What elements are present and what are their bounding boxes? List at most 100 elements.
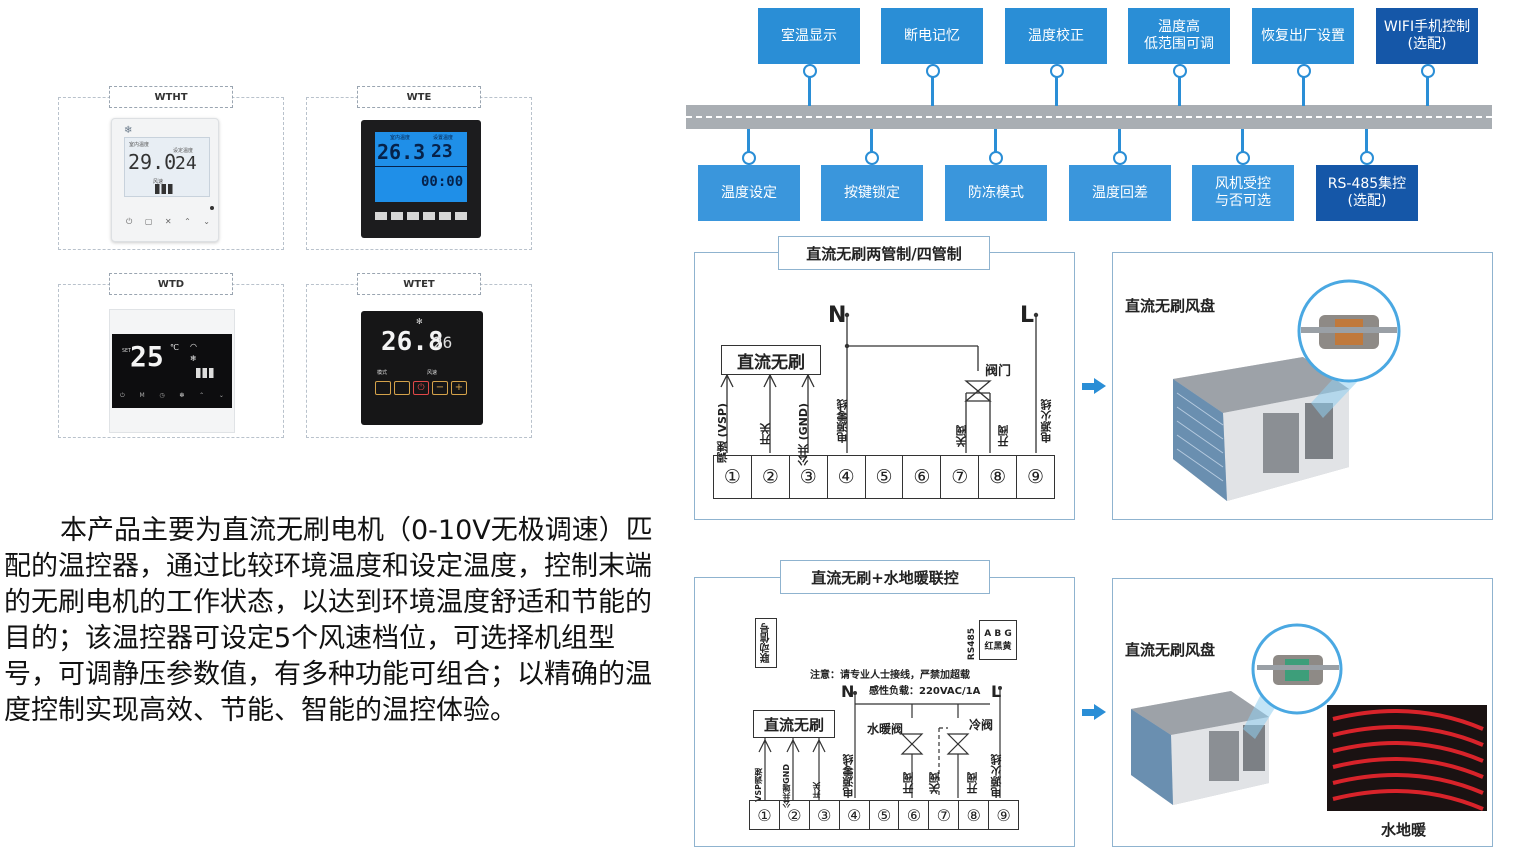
control-buttons	[375, 212, 467, 220]
connector-line	[1302, 76, 1305, 106]
terminal-7: ⑦	[941, 456, 980, 498]
mode-icon: ▢	[144, 217, 153, 226]
feature-road	[686, 105, 1492, 129]
terminal-2: ②	[752, 456, 790, 498]
power-icon: ⏻	[126, 217, 133, 226]
wire-label-close-valve: 关阀	[928, 772, 941, 794]
fan-speed-bars	[196, 368, 218, 378]
wire-label-live: 电源火线	[1040, 399, 1053, 443]
control-buttons: ⏻▢✕⌃⌄	[126, 217, 210, 227]
product-card-wtd: WTD SET 25 ℃ ◠ ❄ ⏻M◷✽⌃⌄	[58, 273, 284, 438]
feature-bottom-2: 按键锁定	[821, 165, 923, 221]
minus-icon: −	[432, 381, 448, 395]
control-buttons: ⏻ − +	[375, 381, 467, 395]
fan-icon: ✽	[179, 392, 185, 399]
fan-coil-floor-heating-image	[1131, 623, 1487, 811]
arrow-right-icon	[1094, 704, 1106, 720]
wiring-panel-2: 联动信号 RS485 A B G 红黑黄 注意：请专业人士接线，严禁加超载 感性…	[694, 577, 1075, 847]
connector-pin-icon	[1297, 64, 1311, 78]
connector-line	[870, 129, 873, 155]
product-card-wte: WTE 室内温度 设置温度 26.3 23 00:00	[306, 86, 532, 250]
terminal-8: ⑧	[979, 456, 1018, 498]
power-icon: ⏻	[120, 392, 125, 399]
rs485-box: A B G 红黑黄	[979, 620, 1017, 660]
photo-panel-2: 直流无刷风盘 水地暖	[1112, 578, 1493, 847]
connector-pin-icon	[989, 151, 1003, 165]
terminal-5: ⑤	[866, 456, 904, 498]
live-label: L	[1020, 303, 1035, 328]
wiring-lines-1	[720, 312, 1039, 453]
thermostat-wtd: SET 25 ℃ ◠ ❄ ⏻M◷✽⌃⌄	[109, 309, 235, 433]
terminal-4: ④	[828, 456, 866, 498]
feature-top-6: WIFI手机控制 (选配)	[1376, 8, 1478, 64]
connector-pin-icon	[1360, 151, 1374, 165]
note-line-1: 注意：请专业人士接线，严禁加超载	[810, 670, 970, 681]
product-card-wtet: WTET ✻ 26.8 26 模式 风速 ⏻ − +	[306, 273, 532, 438]
rs485-label: RS485	[967, 628, 977, 661]
wiring-panel-1: N L 直流无刷 阀门 调速 (VSP) 开关 公共 (GND) 电源零线 关阀…	[694, 252, 1075, 520]
touch-screen: SET 25 ℃ ◠ ❄ ⏻M◷✽⌃⌄	[112, 334, 232, 408]
terminal-6: ⑥	[899, 801, 930, 829]
wire-label-switch: 开关	[812, 782, 821, 798]
wiring-title-1: 直流无刷两管制/四管制	[778, 236, 990, 270]
connector-pin-icon	[926, 64, 940, 78]
connector-pin-icon	[1173, 64, 1187, 78]
product-tag: WTET	[357, 273, 481, 295]
wiring-lines-2	[758, 686, 1002, 800]
connector-line	[931, 76, 934, 106]
wifi-icon: ◠	[190, 342, 197, 351]
wire-label-close-valve: 关阀	[955, 425, 968, 447]
snowflake-icon: ❄	[124, 125, 133, 136]
up-icon: ⌃	[199, 392, 205, 399]
wire-label-switch: 开关	[759, 423, 772, 445]
connector-line	[1178, 76, 1181, 106]
connector-line	[747, 129, 750, 155]
terminal-3: ③	[790, 456, 828, 498]
control-buttons: ⏻ M ◷ ✽ ⌃ ⌄	[120, 392, 224, 400]
connector-line	[1365, 129, 1368, 155]
terminal-1: ①	[750, 801, 780, 829]
product-tag: WTD	[109, 273, 233, 295]
snowflake-icon: ❄	[190, 354, 197, 363]
power-icon: ⏻	[413, 381, 429, 395]
wiring-title-2: 直流无刷+水地暖联控	[780, 560, 990, 594]
photo-label-2: 直流无刷风盘	[1125, 641, 1216, 659]
connector-line	[1055, 76, 1058, 106]
wire-label-live: 电源火线	[990, 754, 1003, 798]
arrow-stem-2	[1082, 709, 1094, 716]
dc-brushless-box: 直流无刷	[721, 345, 821, 375]
signal-box: 联动信号	[755, 618, 777, 668]
mode-icon: M	[139, 392, 145, 399]
live-label: L	[991, 682, 1002, 701]
connector-line	[1241, 129, 1244, 155]
fan-icon: ✻	[416, 317, 423, 326]
feature-top-4: 温度高 低范围可调	[1128, 8, 1230, 64]
terminal-3: ③	[810, 801, 840, 829]
fan-speed-bars	[155, 184, 177, 194]
lcd-screen: 室内温度 设定温度 29.0 24 风速	[124, 137, 210, 197]
wire-label-neutral: 电源零线	[842, 754, 855, 798]
terminal-5: ⑤	[870, 801, 900, 829]
led-dot	[210, 206, 214, 210]
neutral-label: N	[828, 303, 847, 328]
clock-icon: ◷	[159, 392, 165, 399]
connector-line	[1426, 76, 1429, 106]
terminal-9: ⑨	[996, 805, 1011, 825]
product-card-wtht: WTHT ❄ 室内温度 设定温度 29.0 24 风速 ⏻▢✕⌃⌄	[58, 86, 284, 250]
plus-icon: +	[451, 381, 467, 395]
product-tag: WTE	[357, 86, 481, 108]
terminal-4: ④	[840, 801, 870, 829]
up-icon: ⌃	[184, 217, 191, 226]
photo-panel-1: 直流无刷风盘	[1112, 252, 1493, 520]
cold-valve-label: 冷阀	[969, 718, 994, 732]
connector-pin-icon	[1113, 151, 1127, 165]
water-valve-label: 水暖阀	[867, 722, 904, 736]
feature-top-5: 恢复出厂设置	[1252, 8, 1354, 64]
terminal-2: ②	[780, 801, 810, 829]
feature-top-1: 室温显示	[758, 8, 860, 64]
connector-pin-icon	[865, 151, 879, 165]
down-icon: ⌄	[218, 392, 224, 399]
feature-bottom-3: 防冻模式	[945, 165, 1047, 221]
lcd-screen: 室内温度 设置温度 26.3 23 00:00	[375, 132, 467, 202]
